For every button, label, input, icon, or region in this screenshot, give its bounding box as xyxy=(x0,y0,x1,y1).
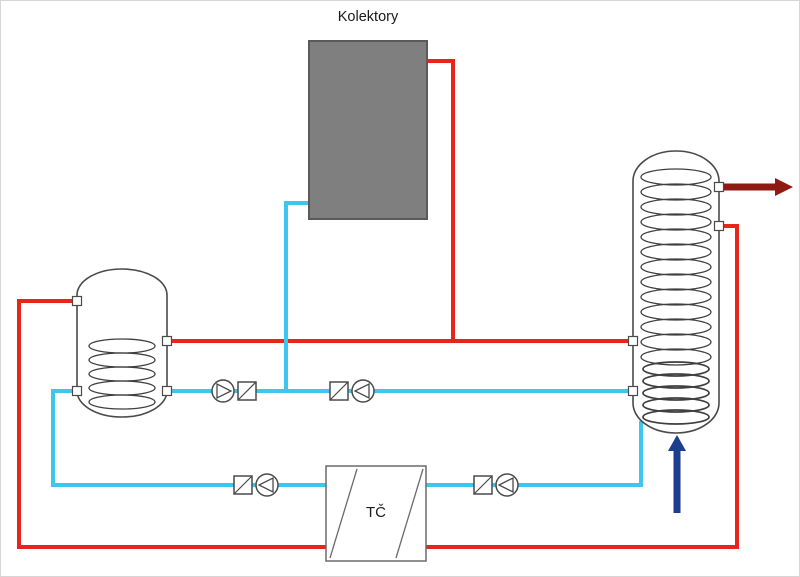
flange-smalltank-right-hot xyxy=(161,335,173,347)
flange-smalltank-left-hot xyxy=(71,295,83,307)
coil-loop xyxy=(642,373,710,389)
valve-icon-heatpump-left xyxy=(233,475,253,495)
coil-loop xyxy=(640,198,712,216)
coil-loop xyxy=(640,273,712,291)
heat-pump-right-diagonal xyxy=(395,468,424,559)
coil-loop xyxy=(640,243,712,261)
flange-largetank-left-hot xyxy=(627,335,639,347)
pump-icon-heatpump-right xyxy=(495,473,519,497)
coil-loop xyxy=(640,348,712,366)
coil-loop xyxy=(642,397,710,413)
coil-loop xyxy=(640,258,712,276)
coil-loop xyxy=(640,168,712,186)
solar-collector-panel xyxy=(308,40,428,220)
hot-water-out-arrow-head-icon xyxy=(775,178,793,196)
heat-pump-label: TČ xyxy=(366,504,386,521)
coil-loop xyxy=(640,213,712,231)
coil-loop xyxy=(642,409,710,425)
coil-loop xyxy=(642,385,710,401)
pipe-hot-collector-supply xyxy=(427,59,455,341)
large-tank-lower-coil xyxy=(642,361,710,425)
collector-label: Kolektory xyxy=(337,9,399,25)
flange-largetank-right-outlet xyxy=(713,181,725,193)
pipe-cold-smalltank-to-heatpump xyxy=(51,389,328,487)
flange-largetank-left-cold xyxy=(627,385,639,397)
large-storage-tank xyxy=(632,150,720,434)
pump-icon-solar-right xyxy=(351,379,375,403)
pump-icon-solar-left xyxy=(211,379,235,403)
small-tank-coil xyxy=(88,338,156,410)
valve-icon-heatpump-right xyxy=(473,475,493,495)
coil-loop xyxy=(642,361,710,377)
heat-pump-left-diagonal xyxy=(329,468,358,559)
flange-smalltank-right-cold xyxy=(161,385,173,397)
pipe-cold-collector-return xyxy=(284,201,311,391)
valve-icon-solar-left xyxy=(237,381,257,401)
coil-loop xyxy=(88,394,156,410)
pump-icon-heatpump-left xyxy=(255,473,279,497)
cold-water-in-arrow-head-icon xyxy=(668,435,686,451)
pipe-cold-heatpump-to-largetank xyxy=(424,421,643,487)
heat-pump-unit xyxy=(325,465,427,562)
valves xyxy=(233,381,493,495)
coil-loop xyxy=(640,183,712,201)
valve-icon-solar-right xyxy=(329,381,349,401)
pumps xyxy=(211,379,519,497)
coil-loop xyxy=(640,288,712,306)
flange-smalltank-left-cold xyxy=(71,385,83,397)
cold-water-in-arrow xyxy=(668,435,686,513)
coil-loop xyxy=(640,333,712,351)
coil-loop xyxy=(640,228,712,246)
flanges xyxy=(71,181,725,397)
large-tank-upper-coil xyxy=(640,168,712,366)
coil-loop xyxy=(640,318,712,336)
coil-loop xyxy=(640,303,712,321)
flange-largetank-right-supply xyxy=(713,220,725,232)
hot-water-out-arrow xyxy=(715,178,793,196)
